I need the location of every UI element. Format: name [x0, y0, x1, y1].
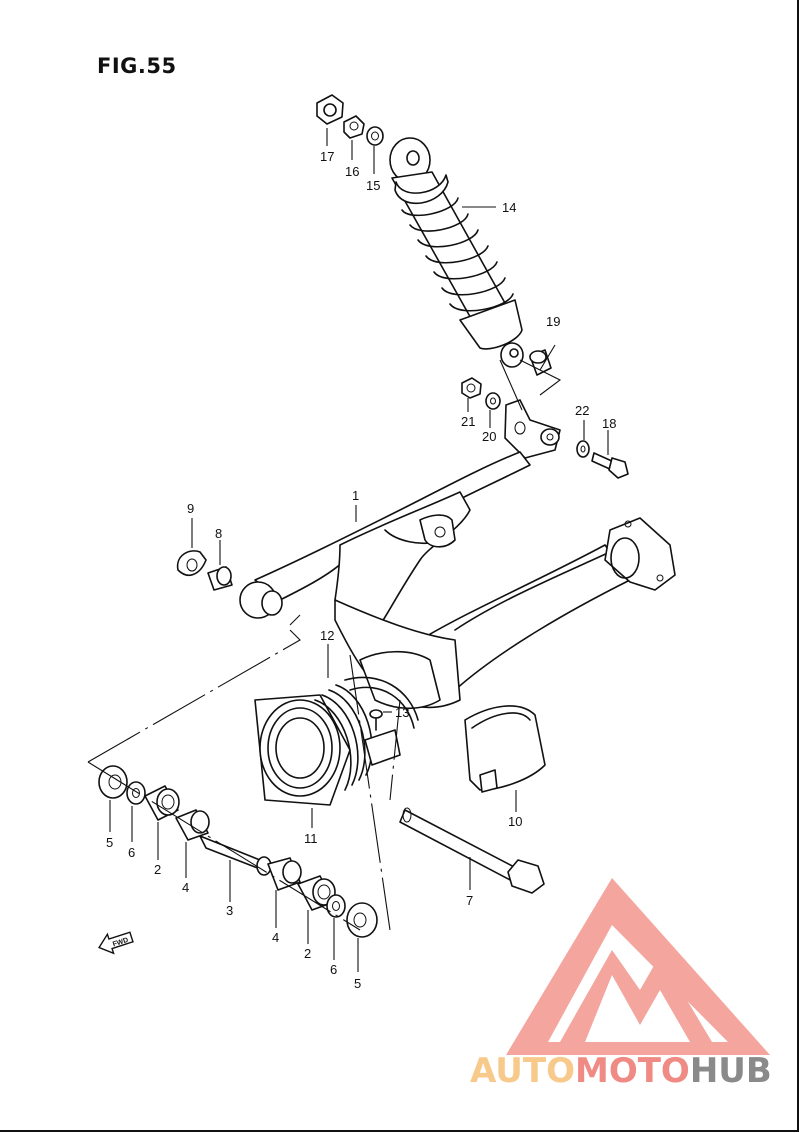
callout-17: 17 — [320, 149, 334, 164]
fwd-arrow: FWD — [98, 931, 134, 955]
callout-10: 10 — [508, 814, 522, 829]
seal-5-right — [346, 902, 378, 938]
callout-labels: 17 16 15 14 19 21 20 22 18 1 9 8 12 13 1… — [106, 149, 616, 991]
bolt-18 — [591, 452, 629, 479]
callout-21: 21 — [461, 414, 475, 429]
callout-2-left: 2 — [154, 862, 161, 877]
callout-5-left: 5 — [106, 835, 113, 850]
bush-8 — [207, 566, 233, 591]
callout-20: 20 — [482, 429, 496, 444]
logo-m-shape — [560, 950, 712, 1042]
fwd-arrow-icon — [98, 931, 134, 955]
nut-17 — [316, 94, 344, 125]
screw-13 — [369, 709, 383, 731]
callout-15: 15 — [366, 178, 380, 193]
callout-2-right: 2 — [304, 946, 311, 961]
watermark-logo — [506, 878, 770, 1055]
callout-12: 12 — [320, 628, 334, 643]
callout-11: 11 — [304, 831, 318, 846]
callout-13: 13 — [395, 705, 409, 720]
washer-6-right — [326, 894, 346, 918]
callout-5-right: 5 — [354, 976, 361, 991]
fwd-label: FWD — [112, 937, 129, 949]
watermark-auto: AUTO — [470, 1051, 575, 1091]
cover-10 — [464, 705, 546, 793]
callout-8: 8 — [215, 526, 222, 541]
callout-9: 9 — [187, 501, 194, 516]
callout-1: 1 — [352, 488, 359, 503]
nut-21 — [461, 377, 482, 399]
circlip-9 — [176, 550, 207, 576]
rubber-boot-11 — [254, 684, 373, 806]
svg-text:AUTOMOTOHUB: AUTOMOTOHUB — [470, 1051, 772, 1091]
figure-title: FIG.55 — [97, 54, 177, 78]
leader-lines — [87, 128, 609, 972]
callout-6-right: 6 — [330, 962, 337, 977]
seal-5-left — [98, 765, 128, 799]
washer-15 — [366, 126, 384, 146]
callout-3: 3 — [226, 903, 233, 918]
washer-6-left — [126, 781, 146, 805]
washer-22 — [576, 440, 590, 458]
washer-20 — [485, 392, 501, 410]
clamp-12 — [344, 676, 419, 729]
callout-19: 19 — [546, 314, 560, 329]
callout-6-left: 6 — [128, 845, 135, 860]
callout-16: 16 — [345, 164, 359, 179]
spacer-4-right — [267, 857, 302, 891]
spacer-4-left — [175, 809, 210, 841]
linkage-bracket — [504, 399, 561, 459]
callout-4-left: 4 — [182, 880, 189, 895]
pipe-3 — [199, 835, 272, 876]
watermark-moto: MOTO — [575, 1051, 690, 1091]
callout-22: 22 — [575, 403, 589, 418]
bush-16 — [343, 115, 365, 139]
callout-14: 14 — [502, 200, 516, 215]
callout-7: 7 — [466, 893, 473, 908]
callout-4-right: 4 — [272, 930, 279, 945]
swingarm — [239, 451, 676, 710]
bolt-7 — [399, 807, 545, 894]
spacer-19 — [529, 349, 552, 376]
callout-18: 18 — [602, 416, 616, 431]
watermark-wordmark: AUTOMOTOHUB — [470, 1051, 772, 1091]
shock-absorber — [389, 137, 524, 368]
boot-clamp-tab — [364, 729, 401, 766]
watermark-hub: HUB — [690, 1051, 772, 1091]
